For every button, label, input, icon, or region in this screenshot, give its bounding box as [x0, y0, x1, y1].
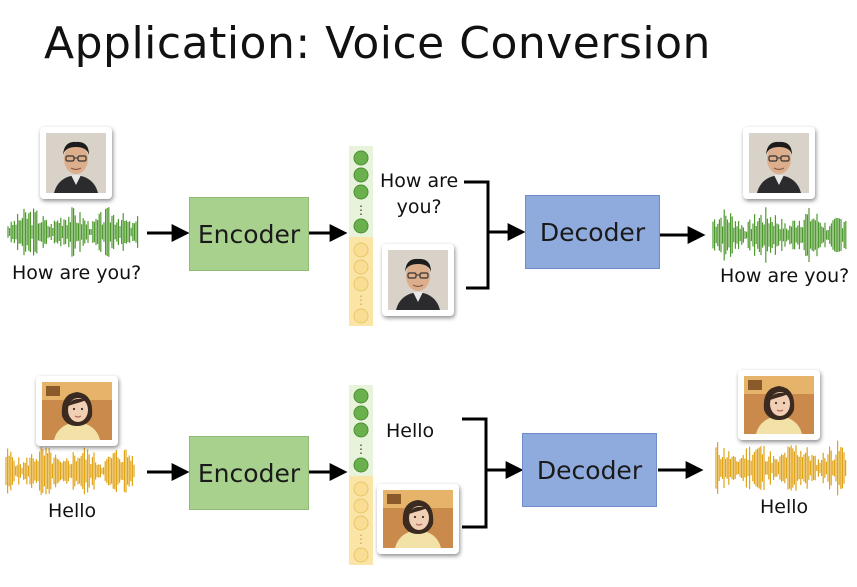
- content-unit: [353, 405, 369, 421]
- speaker-unit: [353, 308, 369, 324]
- decoder-box-top: Decoder: [525, 195, 660, 269]
- speaker-unit: [353, 242, 369, 258]
- female-speaker-photo-input: [36, 376, 118, 446]
- female-face-icon: [383, 490, 453, 548]
- male-speaker-photo-output: [743, 127, 815, 199]
- bottom-content-text: Hello: [386, 420, 435, 442]
- bottom-output-waveform: [715, 440, 847, 496]
- female-face-icon: [744, 376, 814, 434]
- content-unit: [353, 218, 369, 234]
- female-speaker-photo-code: [377, 484, 459, 554]
- bracket-bottom: [462, 417, 488, 529]
- male-face-icon: [46, 133, 106, 193]
- bottom-input-waveform: [5, 447, 135, 495]
- ellipsis-dots: ⋮: [355, 532, 367, 546]
- latent-vector-top: ⋮ ⋮: [349, 146, 373, 326]
- speaker-unit: [353, 259, 369, 275]
- slide-title: Application: Voice Conversion: [44, 18, 711, 69]
- decoder-box-bottom: Decoder: [522, 433, 657, 507]
- speaker-unit: [353, 515, 369, 531]
- female-speaker-photo-output: [738, 370, 820, 440]
- male-face-icon: [749, 133, 809, 193]
- male-face-icon: [388, 250, 448, 310]
- top-content-text: How are you?: [380, 170, 459, 218]
- latent-vector-bottom: ⋮ ⋮: [349, 385, 373, 565]
- speaker-unit: [353, 276, 369, 292]
- bottom-output-transcript: Hello: [760, 496, 809, 518]
- content-unit: [353, 388, 369, 404]
- male-speaker-photo-code: [382, 244, 454, 316]
- female-face-icon: [42, 382, 112, 440]
- top-input-transcript: How are you?: [12, 262, 142, 284]
- ellipsis-dots: ⋮: [355, 203, 367, 217]
- speaker-unit: [353, 498, 369, 514]
- top-input-waveform: [7, 207, 139, 257]
- encoder-box-top: Encoder: [189, 197, 309, 271]
- content-unit: [353, 184, 369, 200]
- content-unit: [353, 150, 369, 166]
- speaker-unit: [353, 481, 369, 497]
- bracket-top: [464, 180, 490, 290]
- top-output-transcript: How are you?: [720, 265, 850, 287]
- ellipsis-dots: ⋮: [355, 442, 367, 456]
- bottom-input-transcript: Hello: [48, 500, 97, 522]
- content-unit: [353, 422, 369, 438]
- encoder-box-bottom: Encoder: [189, 436, 309, 510]
- speaker-unit: [353, 547, 369, 563]
- male-speaker-photo-input: [40, 127, 112, 199]
- ellipsis-dots: ⋮: [355, 293, 367, 307]
- content-unit: [353, 457, 369, 473]
- top-output-waveform: [712, 207, 847, 263]
- content-unit: [353, 167, 369, 183]
